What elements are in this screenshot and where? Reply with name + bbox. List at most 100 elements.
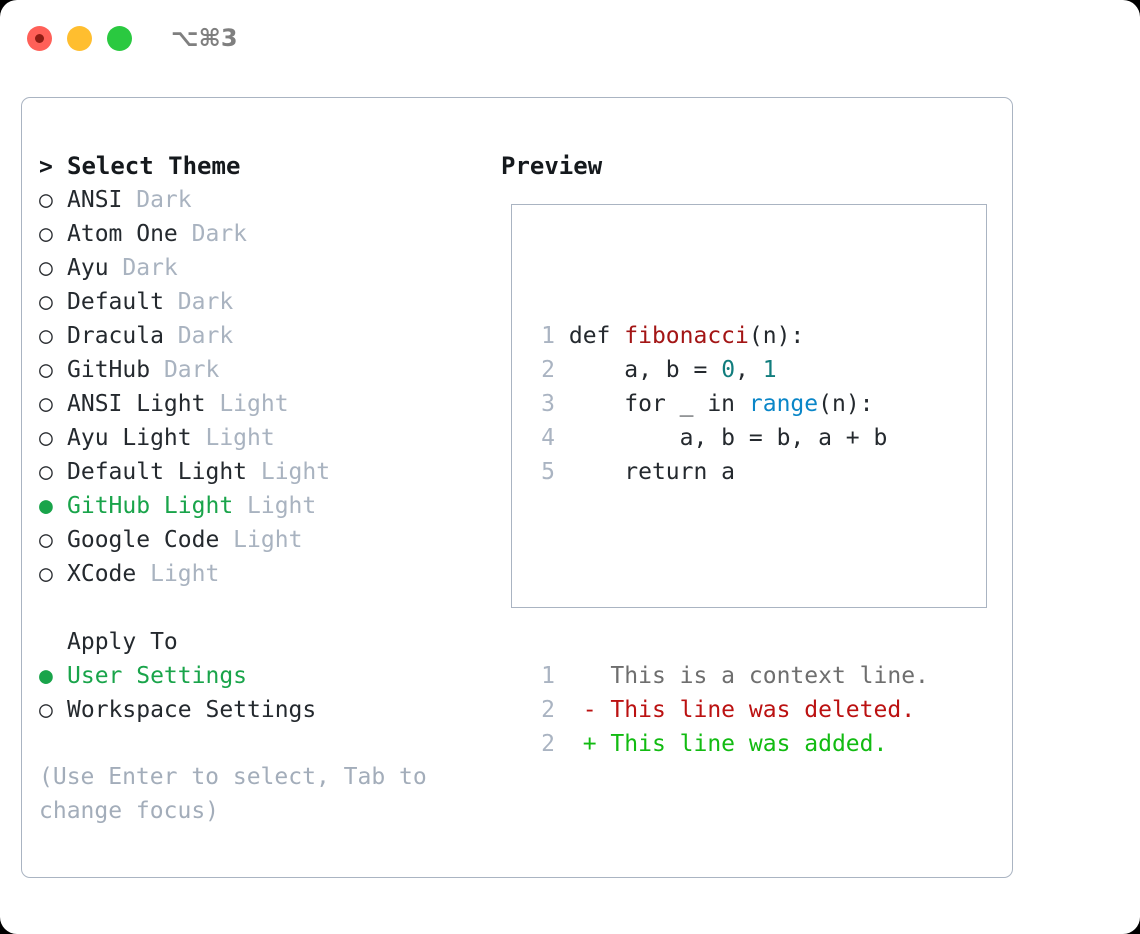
theme-variant-tag: Light [247, 459, 331, 485]
diff-block: 1 This is a context line.2 - This line w… [533, 659, 929, 761]
apply-to-title: Apply To [67, 629, 178, 655]
theme-name: Dracula [67, 323, 164, 349]
theme-selection-column: >Select Theme ○ANSI Dark○Atom One Dark○A… [39, 149, 489, 727]
diff-text: This line was added. [596, 731, 888, 757]
code-token: fibonacci [624, 323, 749, 349]
theme-variant-tag: Dark [177, 221, 248, 247]
theme-variant-tag: Light [191, 425, 275, 451]
code-token: def [568, 323, 625, 349]
radio-unselected-icon[interactable]: ○ [39, 425, 53, 451]
theme-variant-tag: Light [233, 493, 317, 519]
theme-name: XCode [67, 561, 137, 587]
title-bar: ⌥⌘3 [0, 0, 1140, 78]
theme-name: Ayu Light [67, 425, 192, 451]
diff-line: 2 + This line was added. [533, 727, 929, 761]
radio-unselected-icon[interactable]: ○ [39, 357, 53, 383]
theme-list-item[interactable]: ○ GitHub Dark [39, 353, 489, 387]
code-token: 0 [721, 357, 736, 383]
diff-marker: - [582, 697, 597, 723]
minimize-window-button[interactable] [67, 26, 92, 51]
select-theme-header: > Select Theme [39, 149, 489, 183]
radio-selected-icon[interactable]: ● [39, 663, 53, 689]
code-token: return a [568, 459, 736, 485]
close-window-button[interactable] [27, 26, 52, 51]
preview-title: Preview [501, 152, 603, 180]
radio-unselected-icon[interactable]: ○ [39, 561, 53, 587]
theme-list-item[interactable]: ○ Default Dark [39, 285, 489, 319]
theme-name: ANSI Light [67, 391, 206, 417]
prompt-caret-icon: > [39, 154, 53, 180]
theme-variant-tag: Dark [150, 357, 220, 383]
theme-variant-tag: Light [205, 391, 289, 417]
apply-to-list: ● User Settings ○ Workspace Settings [39, 659, 489, 727]
theme-list-item[interactable]: ○ XCode Light [39, 557, 489, 591]
theme-list: ○ANSI Dark○Atom One Dark○Ayu Dark○Defaul… [39, 183, 489, 591]
radio-unselected-icon[interactable]: ○ [39, 221, 53, 247]
apply-to-bullet-placeholder: ○ [39, 625, 67, 659]
theme-name: GitHub Light [67, 493, 234, 519]
theme-list-item[interactable]: ○ Dracula Dark [39, 319, 489, 353]
code-token: , [735, 357, 763, 383]
theme-list-item[interactable]: ○Google Code Light [39, 523, 489, 557]
list-spacer [39, 591, 489, 625]
theme-list-item[interactable]: ○ Default Light Light [39, 455, 489, 489]
code-line: 2 a, b = 0, 1 [533, 353, 929, 387]
diff-line: 2 - This line was deleted. [533, 693, 929, 727]
apply-to-item[interactable]: ● User Settings [39, 659, 489, 693]
code-token: a, b = [568, 357, 722, 383]
code-token: range [748, 391, 819, 417]
theme-list-item[interactable]: ○ Ayu Light Light [39, 421, 489, 455]
diff-marker: + [582, 731, 597, 757]
code-line: 1 def fibonacci(n): [533, 319, 929, 353]
radio-unselected-icon[interactable]: ○ [39, 255, 53, 281]
apply-to-label: User Settings [67, 663, 248, 689]
theme-name: Google Code [67, 527, 220, 553]
line-number: 3 [541, 391, 555, 417]
line-number: 2 [541, 731, 555, 757]
theme-name: Default [67, 289, 164, 315]
code-token: (n): [748, 323, 805, 349]
theme-name: GitHub [67, 357, 151, 383]
theme-list-item[interactable]: ○ ANSI Light Light [39, 387, 489, 421]
help-text: (Use Enter to select, Tab to change focu… [39, 764, 427, 824]
theme-list-item[interactable]: ● GitHub Light Light [39, 489, 489, 523]
theme-list-item[interactable]: ○ ANSI Dark [39, 183, 489, 217]
radio-unselected-icon[interactable]: ○ [39, 187, 53, 213]
line-number: 2 [541, 697, 555, 723]
diff-text: This line was deleted. [596, 697, 916, 723]
select-theme-title: Select Theme [67, 152, 241, 180]
zoom-window-button[interactable] [107, 26, 132, 51]
theme-variant-tag: Light [136, 561, 220, 587]
radio-unselected-icon[interactable]: ○ [39, 527, 53, 553]
line-number: 4 [541, 425, 555, 451]
theme-name: Default Light [67, 459, 248, 485]
keyboard-shortcut-label: ⌥⌘3 [171, 24, 238, 52]
theme-list-item[interactable]: ○ Ayu Dark [39, 251, 489, 285]
radio-unselected-icon[interactable]: ○ [39, 323, 53, 349]
diff-line: 1 This is a context line. [533, 659, 929, 693]
theme-name: Ayu [67, 255, 109, 281]
code-token: 1 [762, 357, 777, 383]
line-number: 5 [541, 459, 555, 485]
theme-variant-tag: Dark [163, 289, 234, 315]
code-token: for _ in [568, 391, 749, 417]
radio-selected-icon[interactable]: ● [39, 493, 53, 519]
radio-unselected-icon[interactable]: ○ [39, 697, 53, 723]
theme-list-item[interactable]: ○Atom One Dark [39, 217, 489, 251]
radio-unselected-icon[interactable]: ○ [39, 289, 53, 315]
radio-unselected-icon[interactable]: ○ [39, 391, 53, 417]
apply-to-label: Workspace Settings [67, 697, 317, 723]
theme-variant-tag: Dark [108, 255, 178, 281]
theme-variant-tag: Dark [163, 323, 234, 349]
diff-marker [583, 663, 597, 689]
theme-variant-tag: Dark [122, 187, 192, 213]
theme-name: ANSI [67, 187, 123, 213]
code-line: 5 return a [533, 455, 929, 489]
line-number: 1 [541, 663, 555, 689]
code-line: 3 for _ in range(n): [533, 387, 929, 421]
apply-to-item[interactable]: ○ Workspace Settings [39, 693, 489, 727]
radio-unselected-icon[interactable]: ○ [39, 459, 53, 485]
